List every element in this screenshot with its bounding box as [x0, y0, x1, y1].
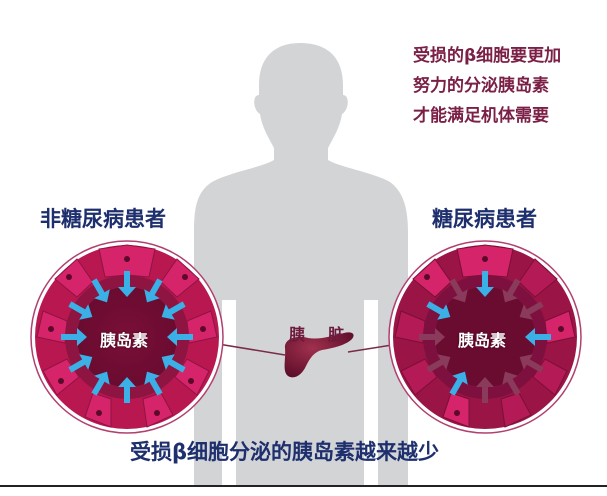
bottom-border [0, 485, 607, 496]
bottom-caption: 受损β细胞分泌的胰岛素越来越少 [130, 440, 440, 464]
note-line-2: 努力的分泌胰岛素 [413, 76, 549, 96]
left-center-label: 胰岛素 [100, 331, 149, 350]
right-center-label: 胰岛素 [458, 331, 507, 350]
note-line-1: 受损的β细胞要更加 [413, 46, 562, 66]
right-panel-title: 糖尿病患者 [432, 207, 537, 231]
organ-label-2: 脏 [328, 325, 345, 344]
insulin-arrows [61, 271, 193, 403]
left-panel-title: 非糖尿病患者 [40, 207, 166, 231]
right-islet-circle [388, 240, 582, 434]
insulin-arrows-reduced [419, 271, 551, 403]
organ-label-1: 胰 [289, 325, 306, 344]
note-line-3: 才能满足机体需要 [413, 106, 549, 126]
left-islet-circle [30, 240, 224, 434]
